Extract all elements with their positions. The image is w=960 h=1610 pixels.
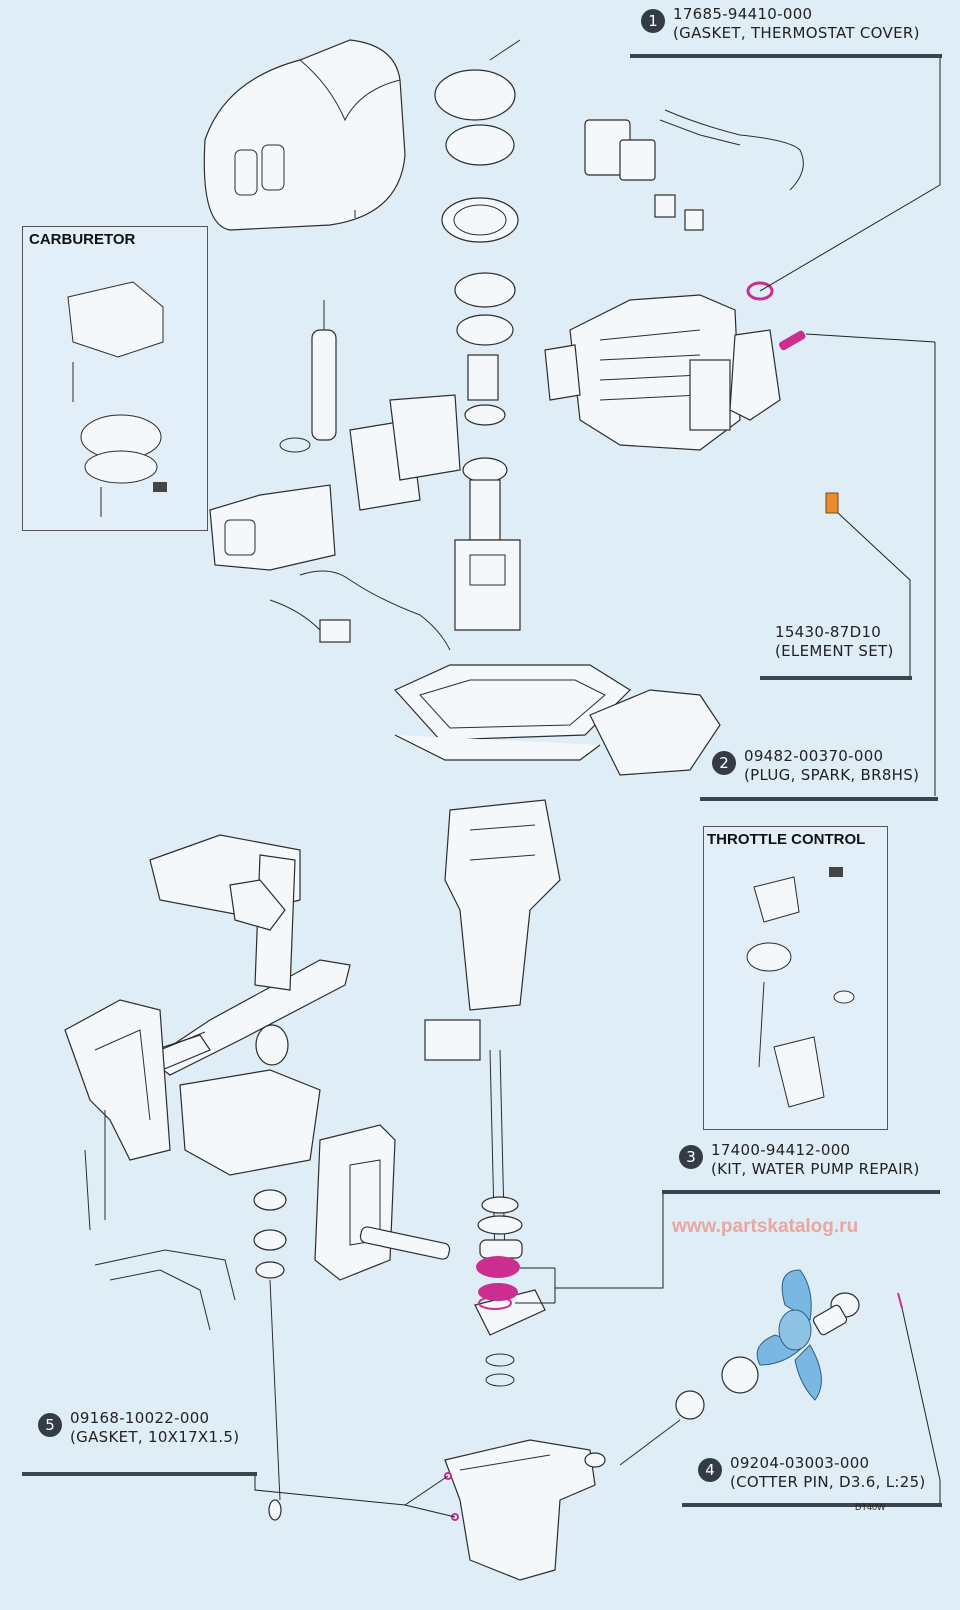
callout-4-description: (COTTER PIN, D3.6, L:25)	[730, 1473, 926, 1491]
propeller-shaft-parts	[619, 1292, 860, 1466]
callout-1-part-number: 17685-94410-000	[673, 5, 813, 23]
cylinder-block	[544, 294, 781, 451]
swivel-bracket	[149, 834, 301, 1279]
flywheel-assembly	[434, 39, 521, 346]
water-pump-stack	[474, 1196, 546, 1387]
intake-manifold	[209, 394, 461, 571]
callout-4-underline	[682, 1503, 942, 1507]
drive-shaft-housing	[424, 799, 561, 1261]
callout-1-number: 1	[641, 9, 665, 33]
harness-left	[269, 570, 451, 651]
callout-1-underline	[630, 54, 942, 58]
callout-3-description: (KIT, WATER PUMP REPAIR)	[711, 1160, 920, 1178]
callout-5-description: (GASKET, 10X17X1.5)	[70, 1428, 240, 1446]
watermark: www.partskatalog.ru	[672, 1216, 859, 1237]
callout-3: 3 17400-94412-000 (KIT, WATER PUMP REPAI…	[679, 1141, 920, 1179]
wiring-harness	[584, 109, 804, 231]
tilt-shaft	[268, 1226, 451, 1521]
callout-2-part-number: 09482-00370-000	[744, 747, 884, 765]
callout-5: 5 09168-10022-000 (GASKET, 10X17X1.5)	[38, 1409, 239, 1447]
crankshaft-assembly	[454, 354, 521, 631]
element-set-description: (ELEMENT SET)	[775, 642, 894, 660]
throttle-control-inset: THROTTLE CONTROL	[703, 826, 888, 1130]
callout-3-part-number: 17400-94412-000	[711, 1141, 851, 1159]
lower-cowling	[394, 664, 721, 776]
throttle-control-inset-title: THROTTLE CONTROL	[707, 831, 866, 848]
carburetor-inset: CARBURETOR	[22, 226, 208, 531]
callout-4-part-number: 09204-03003-000	[730, 1454, 870, 1472]
callout-4: 4 09204-03003-000 (COTTER PIN, D3.6, L:2…	[698, 1454, 926, 1492]
callout-2: 2 09482-00370-000 (PLUG, SPARK, BR8HS)	[712, 747, 919, 785]
leader-lines	[254, 58, 941, 1518]
callout-1: 1 17685-94410-000 (GASKET, THERMOSTAT CO…	[641, 5, 920, 43]
highlighted-parts	[444, 281, 903, 1521]
callout-5-number: 5	[38, 1413, 62, 1437]
model-code: DT40W	[855, 1502, 886, 1512]
callout-5-underline	[22, 1472, 257, 1476]
tiller-handle	[139, 959, 351, 1076]
element-set-callout: 15430-87D10 (ELEMENT SET)	[775, 623, 894, 661]
starter-motor	[279, 300, 337, 453]
callout-5-part-number: 09168-10022-000	[70, 1409, 210, 1427]
callout-2-number: 2	[712, 751, 736, 775]
callout-1-description: (GASKET, THERMOSTAT COVER)	[673, 24, 920, 42]
engine-cover	[203, 39, 406, 231]
carburetor-inset-title: CARBURETOR	[29, 231, 136, 248]
callout-2-underline	[700, 797, 938, 801]
gear-case	[444, 1439, 606, 1581]
callout-4-number: 4	[698, 1458, 722, 1482]
element-set-underline	[760, 676, 912, 680]
reverse-lock-linkage	[84, 1110, 236, 1331]
callout-3-number: 3	[679, 1145, 703, 1169]
propeller	[756, 1269, 822, 1401]
element-set-part-number: 15430-87D10	[775, 623, 882, 641]
callout-2-description: (PLUG, SPARK, BR8HS)	[744, 766, 920, 784]
callout-3-underline	[662, 1190, 940, 1194]
